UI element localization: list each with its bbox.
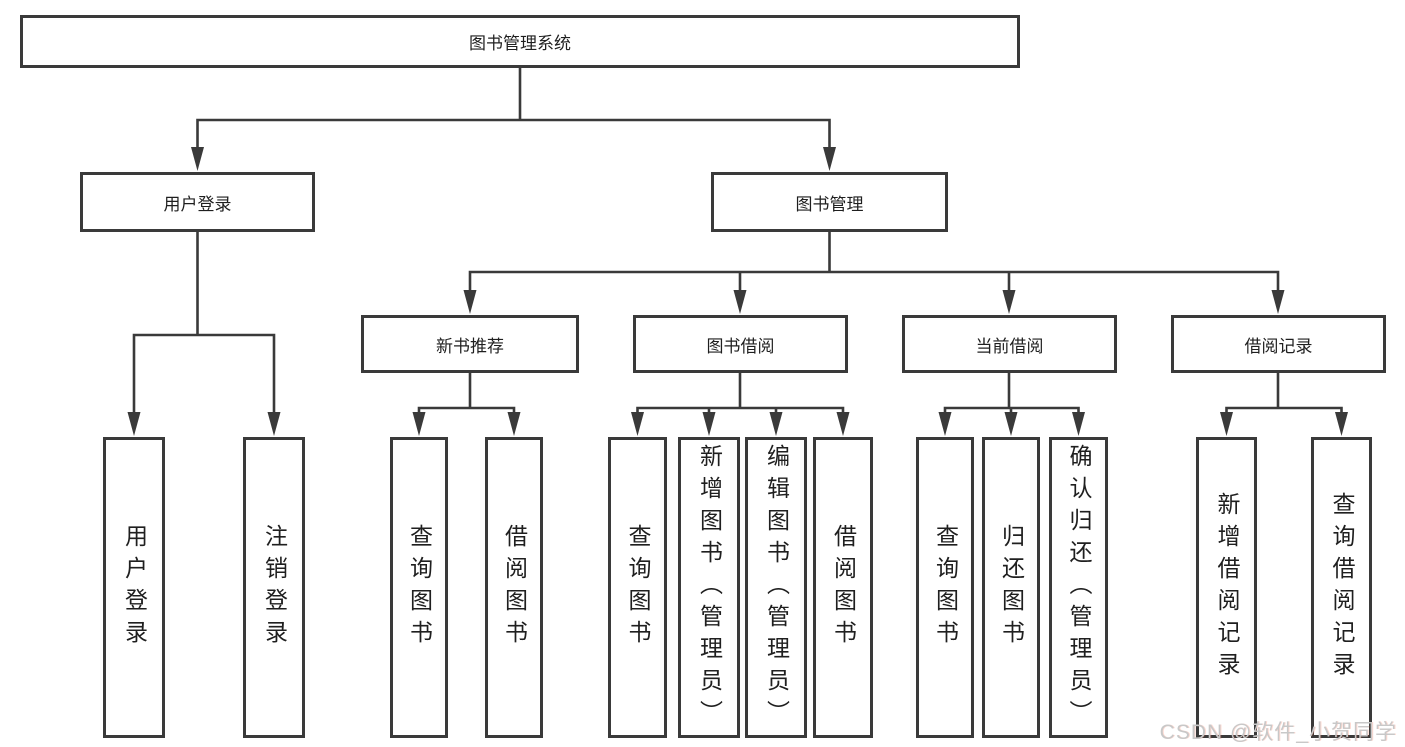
node-label: 用户登录 [163, 194, 232, 214]
node-label: 借阅图书 [501, 523, 528, 652]
arrowhead-down-icon [412, 412, 426, 436]
leaf-borrow-books-2: 借阅图书 [813, 437, 873, 738]
node-root-book-management-system: 图书管理系统 [20, 15, 1020, 68]
arrowhead-down-icon [1271, 290, 1285, 314]
leaf-confirm-return-admin: 确认归还（管理员） [1049, 437, 1108, 738]
arrowhead-down-icon [769, 412, 783, 436]
node-label: 新增图书（管理员） [696, 443, 723, 732]
node-label: 查询图书 [406, 523, 433, 652]
node-label: 借阅记录 [1244, 336, 1313, 356]
leaf-query-books-1: 查询图书 [390, 437, 448, 738]
arrowhead-down-icon [631, 412, 644, 436]
node-label: 用户登录 [121, 523, 148, 652]
node-label: 新书推荐 [436, 336, 504, 356]
arrowhead-down-icon [191, 147, 204, 171]
connector-book-mgmt-to-level2 [468, 232, 1280, 292]
arrowhead-down-icon [127, 412, 141, 436]
arrowhead-down-icon [836, 412, 850, 436]
node-label: 查询图书 [625, 523, 651, 652]
connector-new-books-to-leaves [417, 373, 516, 414]
leaf-add-books-admin: 新增图书（管理员） [678, 437, 740, 738]
arrowhead-down-icon [267, 412, 281, 436]
arrowhead-down-icon [1004, 412, 1018, 436]
node-label: 借阅图书 [830, 523, 857, 652]
arrowhead-down-icon [463, 290, 477, 314]
node-label: 归还图书 [998, 523, 1025, 652]
connector-borrow-records-to-leaves [1225, 373, 1343, 414]
arrowhead-down-icon [1072, 412, 1085, 436]
node-label: 新增借阅记录 [1214, 491, 1240, 684]
leaf-query-books-2: 查询图书 [608, 437, 667, 738]
leaf-add-borrow-record: 新增借阅记录 [1196, 437, 1257, 738]
node-book-borrowing: 图书借阅 [633, 315, 848, 373]
leaf-edit-books-admin: 编辑图书（管理员） [745, 437, 807, 738]
connector-root-to-level1 [196, 68, 831, 150]
node-borrowing-records: 借阅记录 [1171, 315, 1386, 373]
leaf-query-borrow-record: 查询借阅记录 [1311, 437, 1372, 738]
node-label: 注销登录 [261, 523, 288, 652]
node-label: 确认归还（管理员） [1066, 443, 1092, 732]
arrowhead-down-icon [1002, 290, 1016, 314]
node-label: 查询图书 [932, 523, 959, 652]
node-label: 查询借阅记录 [1329, 491, 1355, 684]
leaf-logout: 注销登录 [243, 437, 305, 738]
connector-current-borrow-to-leaves [943, 373, 1080, 414]
node-label: 图书借阅 [706, 336, 775, 356]
node-label: 当前借阅 [975, 336, 1044, 356]
arrowhead-down-icon [1335, 412, 1348, 436]
node-label: 图书管理系统 [469, 34, 571, 53]
arrowhead-down-icon [823, 147, 836, 171]
node-book-management: 图书管理 [711, 172, 948, 232]
arrowhead-down-icon [733, 290, 747, 314]
arrowhead-down-icon [938, 412, 952, 436]
leaf-return-books: 归还图书 [982, 437, 1040, 738]
leaf-query-books-3: 查询图书 [916, 437, 974, 738]
leaf-borrow-books-1: 借阅图书 [485, 437, 543, 738]
arrowhead-down-icon [507, 412, 521, 436]
leaf-user-login: 用户登录 [103, 437, 165, 738]
node-label: 图书管理 [795, 194, 864, 214]
connector-book-borrow-to-leaves [636, 373, 845, 414]
node-new-book-recommend: 新书推荐 [361, 315, 579, 373]
arrowhead-down-icon [1220, 412, 1233, 436]
node-user-login: 用户登录 [80, 172, 315, 232]
node-current-borrowing: 当前借阅 [902, 315, 1117, 373]
connector-user-login-to-leaves [132, 232, 276, 414]
node-label: 编辑图书（管理员） [763, 443, 790, 732]
arrowhead-down-icon [702, 412, 716, 436]
